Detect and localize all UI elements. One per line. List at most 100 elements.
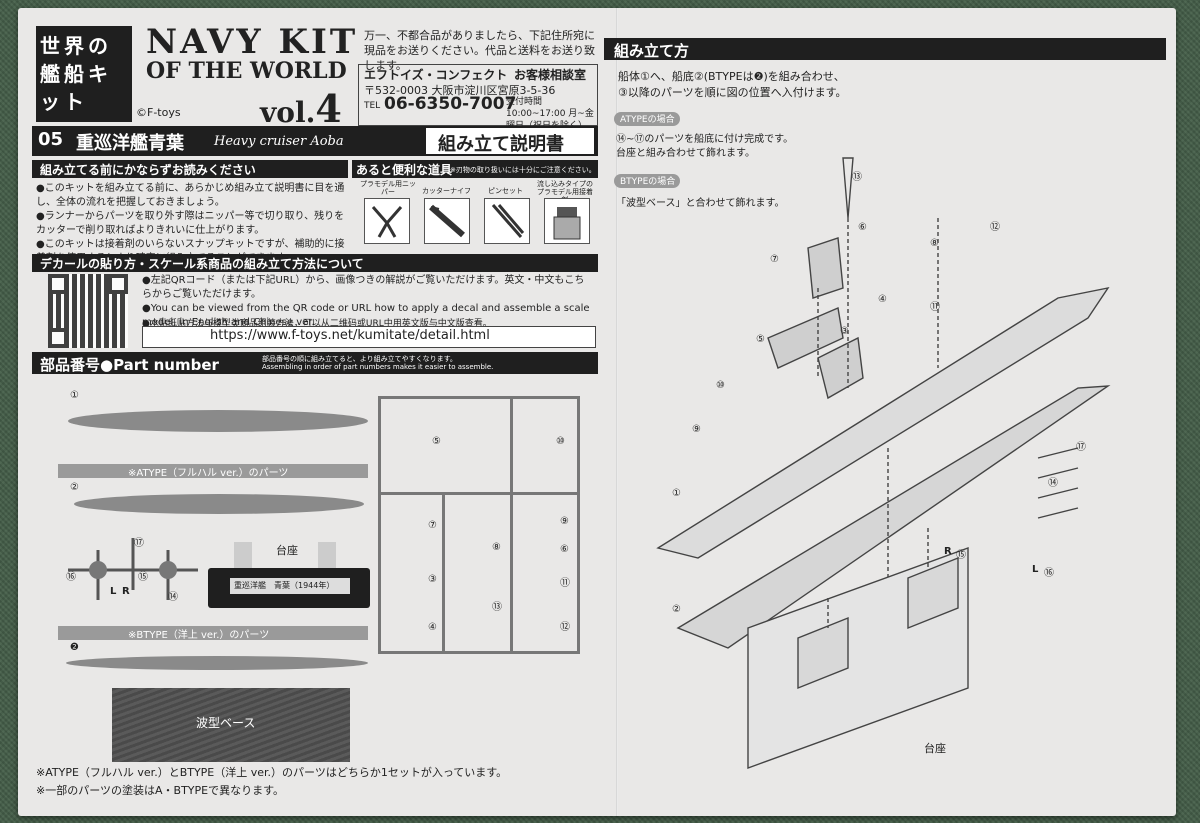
runner-num-13: ⑬ <box>492 602 502 613</box>
copyright: ©F-toys <box>136 106 181 119</box>
footer-note-1: ※ATYPE（フルハル ver.）とBTYPE（洋上 ver.）のパーツはどちら… <box>36 766 508 779</box>
kit-name-en: Heavy cruiser Aoba <box>214 134 344 149</box>
note-item-1: ●このキットを組み立てる前に、あらかじめ組み立て説明書に目を通し、全体の流れを把… <box>36 183 345 208</box>
tool-label-1: プラモデル用ニッパー <box>360 180 416 196</box>
runner-num-12: ⑫ <box>560 622 570 633</box>
qr-code[interactable] <box>48 274 128 348</box>
sprue-num-14: ⑭ <box>168 592 178 603</box>
kit-name: 重巡洋艦青葉 <box>76 133 184 154</box>
type-b-pill <box>614 174 680 188</box>
tools-title: あると便利な道具 <box>356 163 453 177</box>
type-a-banner <box>58 464 368 478</box>
tool-label-2: カッターナイフ <box>422 187 471 195</box>
tel-number: 06-6350-7007 <box>384 94 517 114</box>
tweezers-icon <box>484 198 530 244</box>
part-num-1: ① <box>70 390 79 401</box>
part-num-2b: ❷ <box>70 642 79 653</box>
part-num-2: ② <box>70 482 79 493</box>
decal-text-jp: ●左記QRコード（または下記URL）から、画像つきの解説がご覧いただけます。英文… <box>142 275 585 300</box>
tools-header <box>352 160 598 178</box>
bottom-hull-outline <box>676 385 1111 649</box>
notice-text: 万一、不都合品がありましたら、下記住所宛に現品をお送りください。代品と送料をお送… <box>364 29 595 72</box>
nipper-icon <box>364 198 410 244</box>
callout-2: ② <box>672 604 681 615</box>
assembly-stand-label: 台座 <box>924 742 946 755</box>
callout-17: ⑰ <box>1076 442 1086 453</box>
decal-text-en: ●You can be viewed from the QR code or U… <box>142 303 590 328</box>
type-a-pill <box>614 112 680 126</box>
instruction-sheet: 世界の艦船キット NAVY KIT OF THE WORLD vol.4 ©F-… <box>18 8 1176 816</box>
sprue-num-15: ⑮ <box>138 572 148 583</box>
callout-4: ④ <box>878 294 887 305</box>
parts-title: 部品番号●Part number <box>40 356 219 374</box>
type-a-text-2: 台座と組み合わせて飾れます。 <box>616 148 755 159</box>
manual-label-box <box>426 128 594 154</box>
runner-num-10: ⑩ <box>556 436 565 447</box>
stand-post-left <box>234 542 252 568</box>
superstructure-3 <box>817 336 864 400</box>
notes-title: 組み立てる前にかならずお読みください <box>40 163 256 177</box>
parts-note-jp: 部品番号の順に組み立てると、より組み立てやすくなります。 <box>262 355 457 363</box>
name-plate-text: 重巡洋艦 青葉（1944年） <box>234 581 335 590</box>
vol-text: vol. <box>260 96 316 129</box>
fold-line <box>616 8 618 816</box>
runner-num-9: ⑨ <box>560 516 569 527</box>
callout-7: ⑦ <box>770 254 779 265</box>
address: 〒532-0003 大阪市淀川区宮原3-5-36 <box>364 84 556 97</box>
bottom-part <box>74 494 364 514</box>
callout-6: ⑥ <box>858 222 867 233</box>
sprue-label-r: R <box>122 586 130 597</box>
runner-num-4: ④ <box>428 622 437 633</box>
decal-title: デカールの貼り方・スケール系商品の組み立て方法について <box>40 257 364 271</box>
glue-bottle-icon <box>544 198 590 244</box>
runner-num-8: ⑧ <box>492 542 501 553</box>
runner-num-7: ⑦ <box>428 520 437 531</box>
parts-runner <box>378 396 580 654</box>
decal-header <box>32 254 598 272</box>
type-b-label: ※BTYPE（洋上 ver.）のパーツ <box>128 630 270 641</box>
stand-peak-1 <box>797 616 849 690</box>
runner-num-6: ⑥ <box>560 544 569 555</box>
sprue-num-17: ⑰ <box>134 538 144 549</box>
propellers <box>1037 447 1079 519</box>
company-name: エフトイズ・コンフェクト <box>364 68 508 82</box>
decal-url[interactable]: https://www.f-toys.net/kumitate/detail.h… <box>210 328 490 343</box>
notes-header <box>32 160 348 178</box>
parts-note-en: Assembling in order of part numbers make… <box>262 363 494 371</box>
assembly-title: 組み立て方 <box>614 42 690 60</box>
callout-8: ⑧ <box>930 238 939 249</box>
stand-label: 台座 <box>276 544 298 557</box>
callout-1: ① <box>672 488 681 499</box>
callout-r: R <box>944 546 952 557</box>
tools-warning: ※刃物の取り扱いには十分にご注意ください。 <box>450 166 596 174</box>
runner-num-11: ⑪ <box>560 578 570 589</box>
assembly-header <box>604 38 1166 60</box>
callout-l: L <box>1032 564 1039 575</box>
callout-12: ⑫ <box>990 222 1000 233</box>
note-item-2: ●ランナーからパーツを取り外す際はニッパー等で切り取り、残りをカッターで削り取れ… <box>36 211 345 236</box>
callout-9: ⑨ <box>692 424 701 435</box>
type-b-banner <box>58 626 368 640</box>
callout-3: ③ <box>840 326 849 337</box>
logo-line1: NAVY KIT <box>146 22 359 62</box>
runner-divider-v <box>510 396 513 654</box>
tel-prefix: TEL <box>364 101 381 111</box>
parts-header <box>32 352 598 374</box>
runner-divider-v2 <box>442 492 445 654</box>
callout-14: ⑭ <box>1048 478 1058 489</box>
type-b-text: 「波型ベース」と合わせて飾れます。 <box>616 198 785 209</box>
stand-post-right <box>318 542 336 568</box>
vol-number: 4 <box>315 86 342 131</box>
series-jp: 世界の艦船キット <box>40 34 112 114</box>
hull-part <box>68 410 368 432</box>
runner-num-3: ③ <box>428 574 437 585</box>
logo-vol: vol.4 <box>260 86 342 131</box>
superstructure-5 <box>767 307 844 369</box>
assembly-step-2: ③以降のパーツを順に図の位置へ入付けます。 <box>618 86 847 99</box>
assembly-step-1: 船体①へ、船底②(BTYPEは❷)を組み合わせ、 <box>618 70 845 83</box>
cutter-knife-icon <box>424 198 470 244</box>
contact-box <box>358 64 598 126</box>
callout-10: ⑩ <box>716 380 725 391</box>
wave-base-label: 波型ベース <box>196 716 256 730</box>
decal-url-box <box>142 326 596 348</box>
